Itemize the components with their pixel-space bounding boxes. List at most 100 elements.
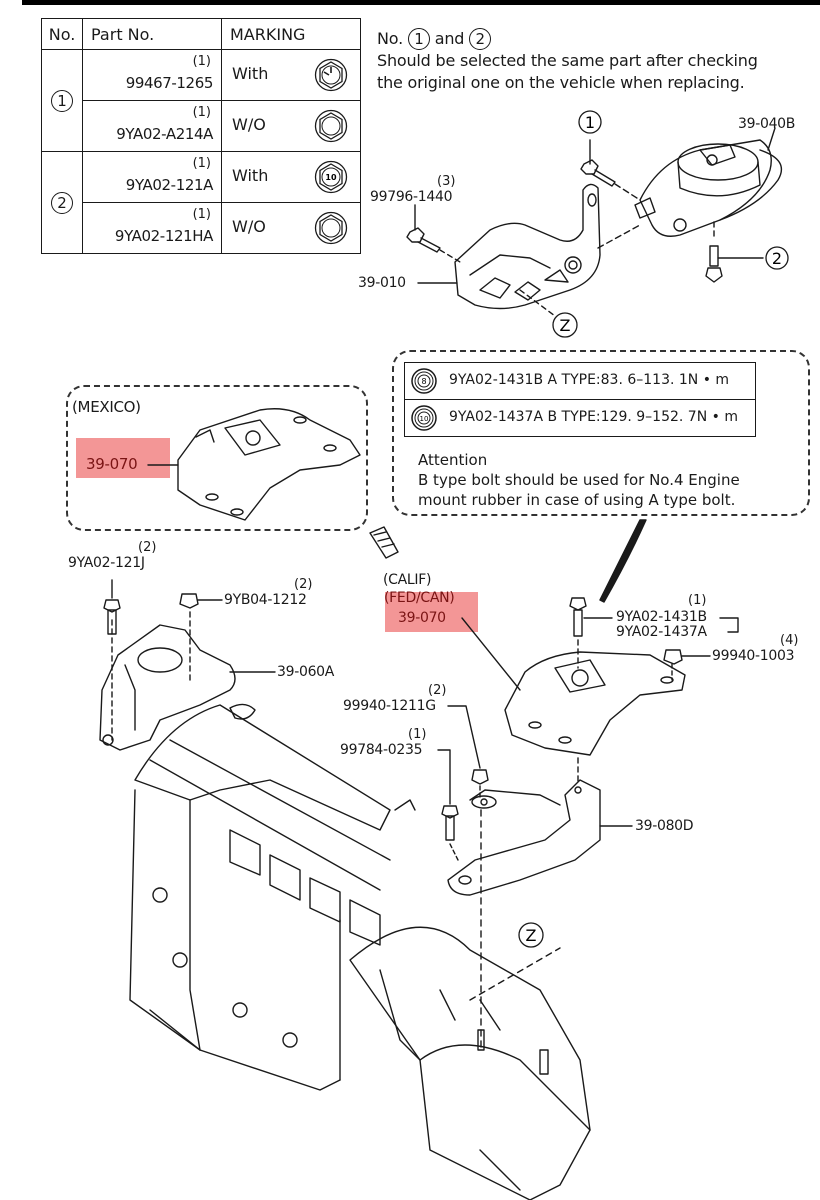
qty-9ya02-121j: (2)	[138, 540, 157, 555]
marking-cell: W/O	[221, 100, 361, 152]
part-number[interactable]: 9YA02-121HA	[114, 227, 213, 245]
svg-text:10: 10	[420, 415, 429, 423]
label-mexico: (MEXICO)	[72, 398, 141, 416]
mount-39-070-mexico-drawing	[147, 408, 361, 521]
attention-line-2: mount rubber in case of using A type bol…	[418, 491, 736, 509]
label-99940-1003[interactable]: 99940-1003	[712, 648, 795, 664]
bolt-99796-1440-drawing	[406, 204, 461, 263]
part-qty: (1)	[192, 207, 211, 222]
label-fed-can: (FED/CAN)	[384, 590, 455, 606]
table-row: 1 (1) 99467-1265 With	[41, 49, 361, 152]
marking-text: With	[232, 64, 269, 83]
part-number[interactable]: 9YA02-A214A	[116, 125, 213, 143]
label-99940-1211g[interactable]: 99940-1211G	[343, 698, 436, 714]
part-number[interactable]: 9YA02-121A	[125, 176, 214, 194]
torque-row: 8 9YA02-1431B A TYPE:83. 6–113. 1N • m	[405, 363, 755, 399]
z-arrow-top	[519, 289, 556, 317]
bolt-head-8-icon: 8	[411, 368, 437, 394]
label-39-080d[interactable]: 39-080D	[635, 818, 694, 834]
table-row: (1) 9YA02-121HA W/O	[42, 202, 361, 254]
torque-spec-a: 9YA02-1431B A TYPE:83. 6–113. 1N • m	[449, 372, 730, 388]
top-border-bar	[22, 0, 820, 5]
callout-z-bottom: Z	[518, 922, 544, 948]
attention-title: Attention	[418, 451, 488, 469]
circled-number-1: 1	[51, 89, 73, 112]
mount-39-060a-drawing	[99, 611, 276, 751]
bracket-39-010-drawing	[454, 183, 641, 310]
header-part-no: Part No.	[82, 18, 222, 50]
bolt-head-10-icon: 10	[314, 160, 348, 194]
bracket-39-080d-drawing	[447, 757, 633, 896]
torque-spec-table: 8 9YA02-1431B A TYPE:83. 6–113. 1N • m 1…	[404, 362, 756, 437]
part-no-cell[interactable]: (1) 99467-1265	[82, 49, 222, 101]
marking-cell: With 10	[221, 151, 361, 203]
marking-text: W/O	[232, 217, 266, 236]
label-39-070-mexico[interactable]: 39-070	[86, 455, 138, 473]
label-39-070-us[interactable]: 39-070	[398, 610, 446, 626]
leader-39-040b	[767, 127, 776, 151]
part-qty: (1)	[192, 105, 211, 120]
replacement-note: No. 1 and 2 Should be selected the same …	[377, 28, 758, 94]
parts-marking-table: No. Part No. MARKING 1 (1) 99467-1265 Wi…	[41, 18, 361, 254]
circled-number-1: 1	[407, 28, 430, 50]
bolt-head-10-icon: 10	[411, 405, 437, 431]
label-99796-1440[interactable]: 99796-1440	[370, 189, 453, 205]
z-arrow-bottom	[469, 947, 561, 1001]
svg-text:1: 1	[585, 113, 595, 132]
highlight-39-070-us	[385, 592, 478, 632]
torque-spec-b: 9YA02-1437A B TYPE:129. 9–152. 7N • m	[449, 409, 738, 425]
part-number[interactable]: 99467-1265	[125, 74, 214, 92]
hatched-arrow-icon	[369, 526, 399, 559]
nut-99940-1211g-drawing	[447, 705, 489, 1051]
mount-39-040b-drawing	[634, 139, 783, 237]
nut-99940-1003-drawing	[663, 649, 711, 681]
part-no-cell[interactable]: (1) 9YA02-A214A	[82, 100, 222, 152]
note-and: and	[434, 29, 465, 48]
bolt-marking-text: 10	[325, 173, 337, 182]
label-calif: (CALIF)	[383, 572, 432, 588]
part-no-cell[interactable]: (1) 9YA02-121HA	[82, 202, 222, 254]
qty-9ya02-1431b: (1)	[688, 593, 707, 608]
highlight-39-070-mexico	[76, 438, 170, 478]
qty-9yb04-1212: (2)	[294, 577, 313, 592]
header-marking: MARKING	[221, 18, 361, 50]
label-39-010[interactable]: 39-010	[358, 275, 406, 291]
label-9ya02-1437a[interactable]: 9YA02-1437A	[616, 624, 707, 640]
svg-text:Z: Z	[560, 316, 571, 335]
bolt-head-plain-icon	[314, 109, 348, 143]
engine-block-drawing	[129, 703, 416, 1091]
note-line-1: Should be selected the same part after c…	[377, 51, 758, 70]
bolt-head-marked-icon	[314, 58, 348, 92]
callout-circle-1: 1	[578, 110, 602, 134]
label-9yb04-1212[interactable]: 9YB04-1212	[224, 592, 307, 608]
bolt-9ya02-121j-drawing	[103, 579, 121, 635]
qty-99940-1003: (4)	[780, 633, 799, 648]
header-no: No.	[41, 18, 83, 50]
bolt-99784-0235-drawing	[437, 749, 459, 861]
label-9ya02-1431b[interactable]: 9YA02-1431B	[616, 609, 707, 625]
bolt-head-plain-icon	[314, 211, 348, 245]
qty-99784-0235: (1)	[408, 727, 427, 742]
transmission-drawing	[349, 926, 591, 1200]
label-99784-0235[interactable]: 99784-0235	[340, 742, 423, 758]
label-9ya02-121j[interactable]: 9YA02-121J	[68, 555, 145, 571]
torque-row: 10 9YA02-1437A B TYPE:129. 9–152. 7N • m	[405, 399, 755, 436]
group-number-cell: 2	[41, 151, 83, 254]
part-no-cell[interactable]: (1) 9YA02-121A	[82, 151, 222, 203]
marking-cell: W/O	[221, 202, 361, 254]
table-row: 2 (1) 9YA02-121A With 10	[41, 151, 361, 254]
bolt-2-drawing	[705, 221, 764, 283]
label-39-040b[interactable]: 39-040B	[738, 116, 796, 132]
callout-z-top: Z	[552, 312, 578, 338]
bolt-1-drawing	[580, 139, 641, 201]
label-39-060a[interactable]: 39-060A	[277, 664, 335, 680]
note-line-2: the original one on the vehicle when rep…	[377, 73, 745, 92]
part-qty: (1)	[192, 54, 211, 69]
note-prefix: No.	[377, 29, 403, 48]
attention-note: Attention B type bolt should be used for…	[418, 450, 740, 510]
qty-99940-1211g: (2)	[428, 683, 447, 698]
marking-cell: With	[221, 49, 361, 101]
svg-text:Z: Z	[526, 926, 537, 945]
svg-text:2: 2	[772, 249, 782, 268]
